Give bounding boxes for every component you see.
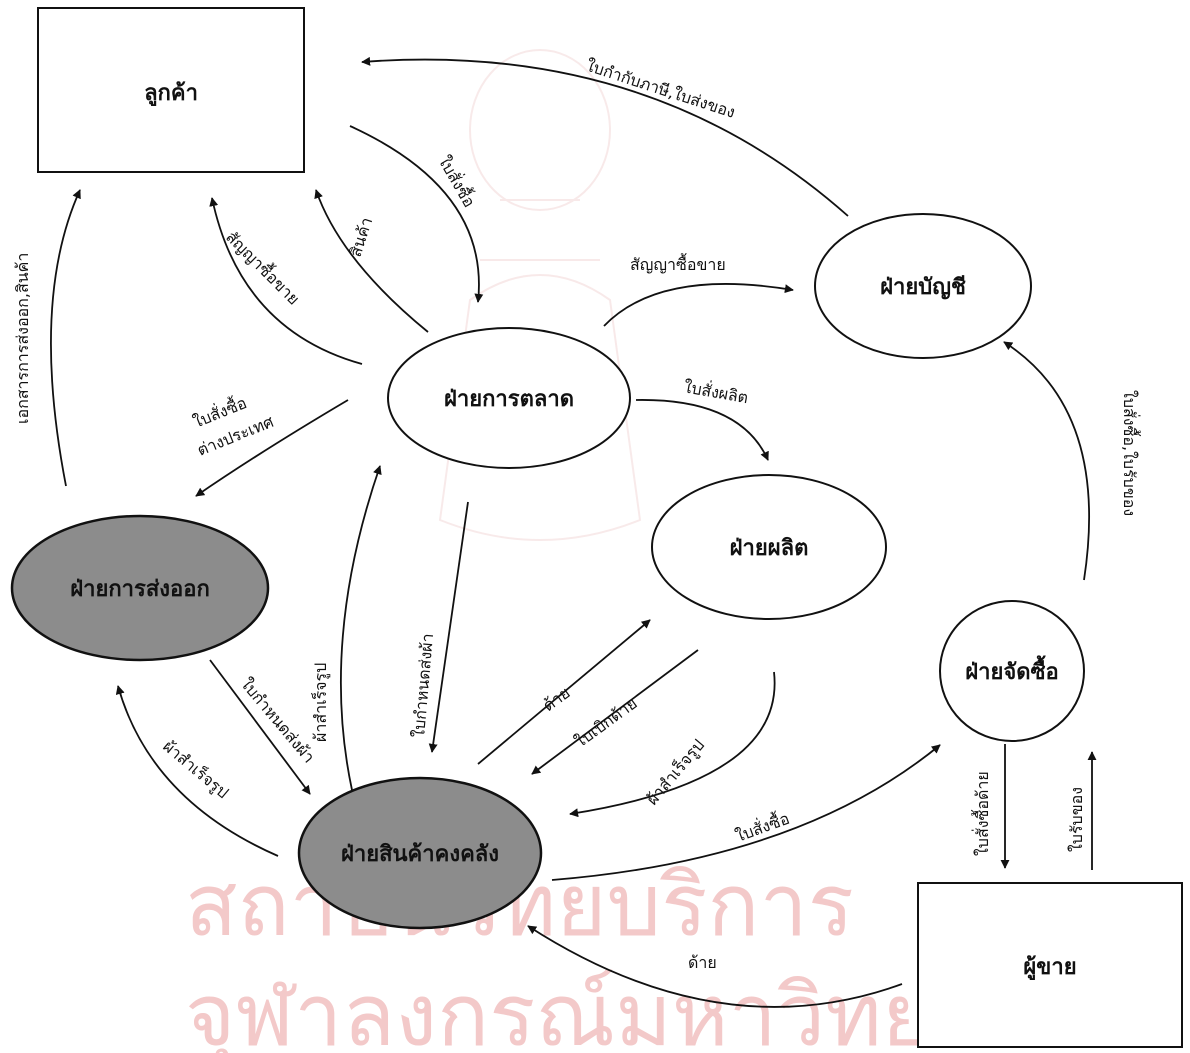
label-contract-to-customer: สัญญาซื้อขาย (222, 226, 305, 309)
label-contract-to-accounting: สัญญาซื้อขาย (630, 253, 726, 274)
arrow-purchasing-to-accounting (1003, 341, 1090, 581)
arrow-inventory-to-marketing (340, 465, 382, 791)
arrow-marketing-to-production (635, 399, 769, 461)
label-tax-invoice: ใบกำกับภาษี,ใบส่งของ (584, 56, 738, 122)
arrow-customer-to-marketing (349, 125, 484, 303)
arrow-marketing-to-customer-contract (209, 197, 363, 365)
node-accounting-label: ฝ่ายบัญชี (880, 275, 966, 300)
arrow-supplier-to-inventory (527, 925, 903, 1008)
arrow-production-to-inventory (531, 649, 699, 775)
label-thread-requisition: ใบเบิกด้าย (571, 694, 640, 752)
node-supplier: ผู้ขาย (917, 882, 1183, 1048)
node-production: ฝ่ายผลิต (651, 474, 887, 620)
label-finished-to-export: ผ้าสำเร็จรูป (159, 736, 233, 803)
label-delivery-schedule-to-inventory: ใบกำหนดส่งผ้า (409, 633, 437, 739)
node-marketing: ฝ่ายการตลาด (387, 327, 631, 469)
node-production-label: ฝ่ายผลิต (730, 536, 809, 561)
node-marketing-label: ฝ่ายการตลาด (444, 387, 574, 412)
label-goods: สินค้า (346, 215, 377, 259)
label-purchase-order-to-marketing: ใบสั่งซื้อ (435, 152, 481, 211)
node-export-label: ฝ่ายการส่งออก (70, 577, 210, 602)
node-inventory-label: ฝ่ายสินค้าคงคลัง (341, 842, 499, 867)
label-delivery-schedule-from-export: ใบกำหนดส่งผ้า (237, 674, 319, 766)
node-customer: ลูกค้า (37, 7, 305, 173)
arrow-inventory-to-production (477, 619, 651, 765)
arrow-marketing-to-export (195, 399, 349, 497)
label-finished-to-marketing: ผ้าสำเร็จรูป (310, 663, 331, 742)
arrow-marketing-to-inventory (428, 501, 469, 753)
arrow-export-to-inventory (209, 659, 311, 795)
arrow-export-to-customer (50, 189, 81, 487)
arrow-marketing-to-customer-goods (314, 189, 429, 333)
node-purchasing: ฝ่ายจัดซื้อ (939, 600, 1085, 742)
node-export: ฝ่ายการส่งออก (10, 514, 270, 662)
node-purchasing-label: ฝ่ายจัดซื้อ (965, 655, 1058, 685)
label-po-receipt-to-accounting: ใบสั่งซื้อ,ใบรับของ (1120, 390, 1141, 516)
arrow-marketing-to-accounting (603, 283, 794, 327)
node-accounting: ฝ่ายบัญชี (814, 213, 1032, 359)
label-production-order: ใบสั่งผลิต (682, 375, 750, 407)
label-finished-from-production: ผ้าสำเร็จรูป (642, 735, 709, 809)
label-thread-po-to-supplier: ใบสั่งซื้อด้าย (971, 771, 992, 856)
arrow-production-to-inventory-finished (569, 671, 776, 818)
arrow-inventory-to-export (115, 685, 279, 857)
arrow-inventory-to-purchasing (551, 744, 941, 881)
label-thread-from-supplier: ด้าย (688, 953, 717, 972)
label-receipt-to-purchasing: ใบรับของ (1067, 787, 1086, 852)
arrow-accounting-to-customer (361, 56, 849, 217)
node-inventory: ฝ่ายสินค้าคงคลัง (297, 776, 543, 930)
node-supplier-label: ผู้ขาย (1023, 955, 1076, 981)
node-customer-label: ลูกค้า (144, 81, 198, 107)
watermark-emblem (438, 49, 642, 541)
label-export-docs: เอกสารการส่งออก,สินค้า (13, 253, 32, 424)
